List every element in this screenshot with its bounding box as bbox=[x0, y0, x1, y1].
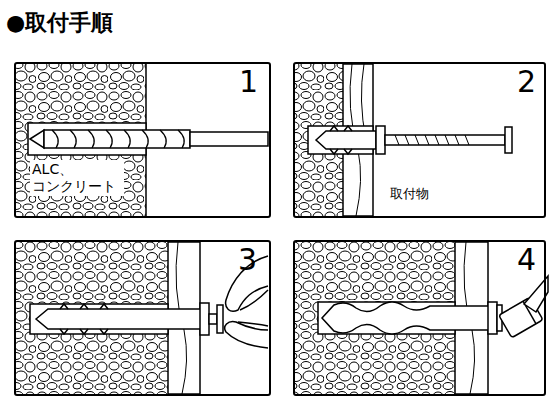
step-number: 4 bbox=[517, 242, 536, 278]
part-label: ALC、 コンクリート bbox=[30, 160, 124, 196]
step-number: 3 bbox=[238, 242, 257, 278]
step-panel: 3 bbox=[14, 240, 271, 396]
step-number: 1 bbox=[239, 64, 258, 100]
step-panel: 4 bbox=[293, 240, 546, 396]
diagram-title: ●取付手順 bbox=[6, 8, 113, 38]
step-panel: 1ALC、 コンクリート bbox=[14, 62, 271, 218]
step-panel: 2 取付物 bbox=[293, 62, 546, 218]
part-label: 取付物 bbox=[390, 186, 429, 202]
step-number: 2 bbox=[517, 64, 536, 100]
